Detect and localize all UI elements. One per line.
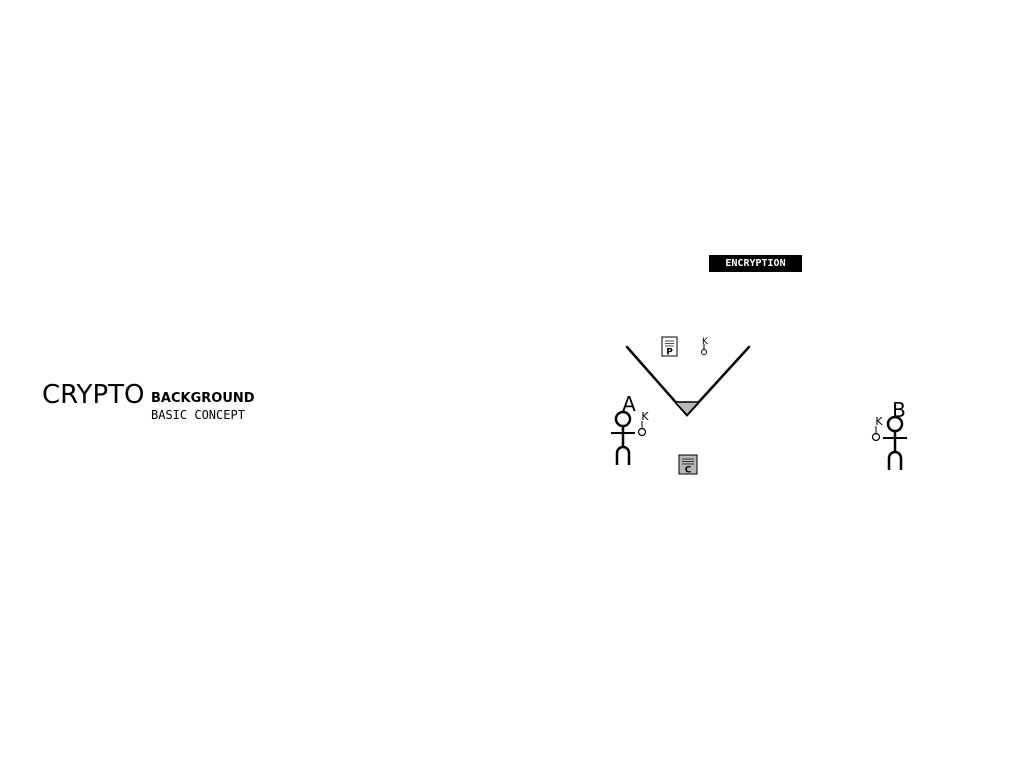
key-label-top: K [702,337,709,347]
plaintext-label: P [666,348,673,358]
person-a-label: A [622,392,636,416]
plaintext-document-icon: P [661,336,678,358]
encryption-funnel [625,345,751,417]
encryption-badge: ENCRYPTION [709,255,802,272]
key-label-b: K [875,415,883,428]
title-basic-concept: BASIC CONCEPT [151,408,245,422]
key-label-a: K [641,410,649,423]
key-icon: K [637,410,649,437]
title-background: BACKGROUND [151,391,255,406]
person-a-icon: A [611,392,636,465]
person-b-icon: B [883,398,907,470]
key-icon: K [871,415,883,442]
title-crypto: CRYPTO [42,380,145,410]
ciphertext-label: C [685,466,692,476]
key-icon: K [701,337,709,355]
ciphertext-document-icon: C [678,454,698,476]
